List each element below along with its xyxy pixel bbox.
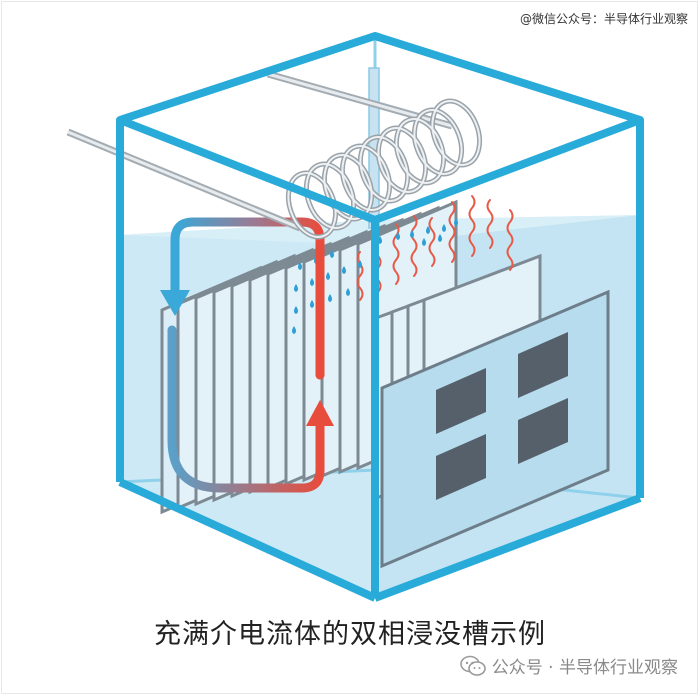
up-arrow-head [306, 400, 334, 426]
condensate-droplets [292, 218, 458, 334]
wechat-icon [459, 655, 486, 676]
immersion-tank-diagram [66, 32, 644, 602]
top-watermark: @微信公众号：半导体行业观察 [519, 12, 688, 26]
bottom-watermark-text: 公众号 · 半导体行业观察 [491, 658, 678, 678]
chip-4 [518, 398, 568, 464]
circulation-loop [167, 217, 325, 493]
chip-1 [436, 368, 486, 434]
circuit-board [380, 289, 610, 569]
condenser-coil [66, 70, 483, 240]
diagram-caption: 充满介电流体的双相浸没槽示例 [154, 619, 546, 650]
down-arrow-head [160, 290, 190, 316]
bottom-watermark: 公众号 · 半导体行业观察 [459, 653, 678, 678]
tank-frame [116, 32, 644, 602]
chip-2 [518, 332, 568, 398]
chip-3 [436, 434, 486, 500]
